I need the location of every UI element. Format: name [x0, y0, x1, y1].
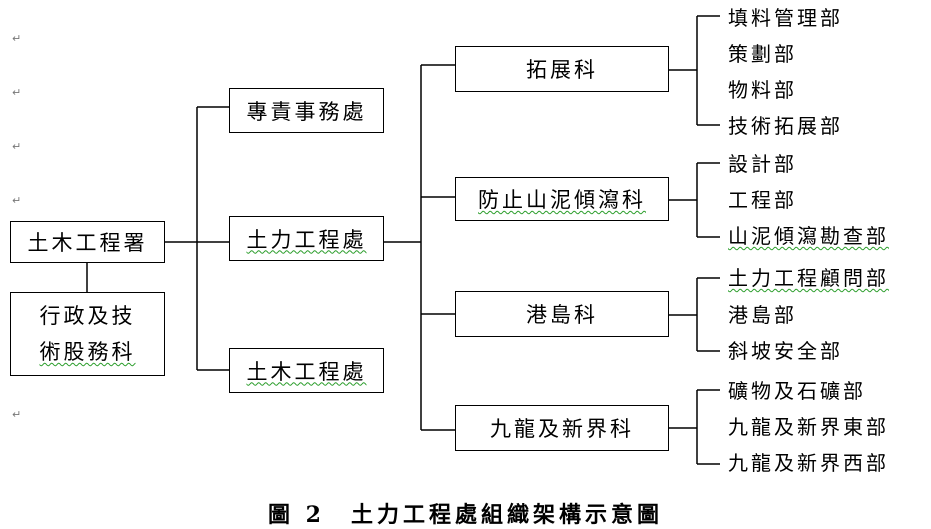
unit-label: 斜坡安全部	[728, 339, 843, 363]
root-node: 土木工程署	[10, 221, 165, 263]
office-label: 專責事務處	[246, 99, 367, 124]
paragraph-mark: ↵	[12, 408, 22, 421]
admin-label-line1: 行政及技	[39, 304, 136, 328]
unit-label: 九龍及新界東部	[728, 415, 889, 439]
paragraph-mark: ↵	[12, 86, 22, 99]
paragraph-mark: ↵	[12, 194, 22, 207]
office-node: 土木工程處	[229, 348, 384, 393]
division-label: 防止山泥傾瀉科	[478, 188, 646, 212]
unit-label: 土力工程顧問部	[728, 266, 889, 290]
paragraph-mark: ↵	[12, 140, 22, 153]
division-label: 拓展科	[526, 58, 598, 82]
unit-label: 物料部	[728, 78, 797, 102]
caption-text: 圖 2 土力工程處組織架構示意圖	[268, 502, 663, 528]
figure-caption: 圖 2 土力工程處組織架構示意圖	[0, 497, 931, 529]
division-node: 九龍及新界科	[455, 405, 669, 451]
office-node-highlight: 土力工程處	[229, 216, 384, 261]
office-node: 專責事務處	[229, 88, 384, 133]
unit-label: 礦物及石礦部	[728, 379, 866, 403]
division-node: 拓展科	[455, 46, 669, 92]
unit-label: 工程部	[728, 188, 797, 212]
unit-label: 港島部	[728, 303, 797, 327]
office-label: 土木工程處	[246, 359, 367, 384]
unit-label: 策劃部	[728, 42, 797, 66]
office-label: 土力工程處	[246, 227, 367, 252]
admin-node: 行政及技 術股務科	[10, 292, 165, 376]
unit-label: 設計部	[728, 152, 797, 176]
division-label: 九龍及新界科	[490, 417, 634, 441]
admin-label-line2: 術股務科	[39, 340, 136, 364]
unit-label: 九龍及新界西部	[728, 451, 889, 475]
unit-label: 技術拓展部	[728, 114, 843, 138]
unit-label: 填料管理部	[728, 6, 843, 30]
division-node: 港島科	[455, 291, 669, 337]
unit-label: 山泥傾瀉勘查部	[728, 224, 889, 248]
paragraph-mark: ↵	[12, 32, 22, 45]
division-label: 港島科	[526, 303, 598, 327]
division-node: 防止山泥傾瀉科	[455, 177, 669, 221]
root-label: 土木工程署	[27, 231, 148, 255]
